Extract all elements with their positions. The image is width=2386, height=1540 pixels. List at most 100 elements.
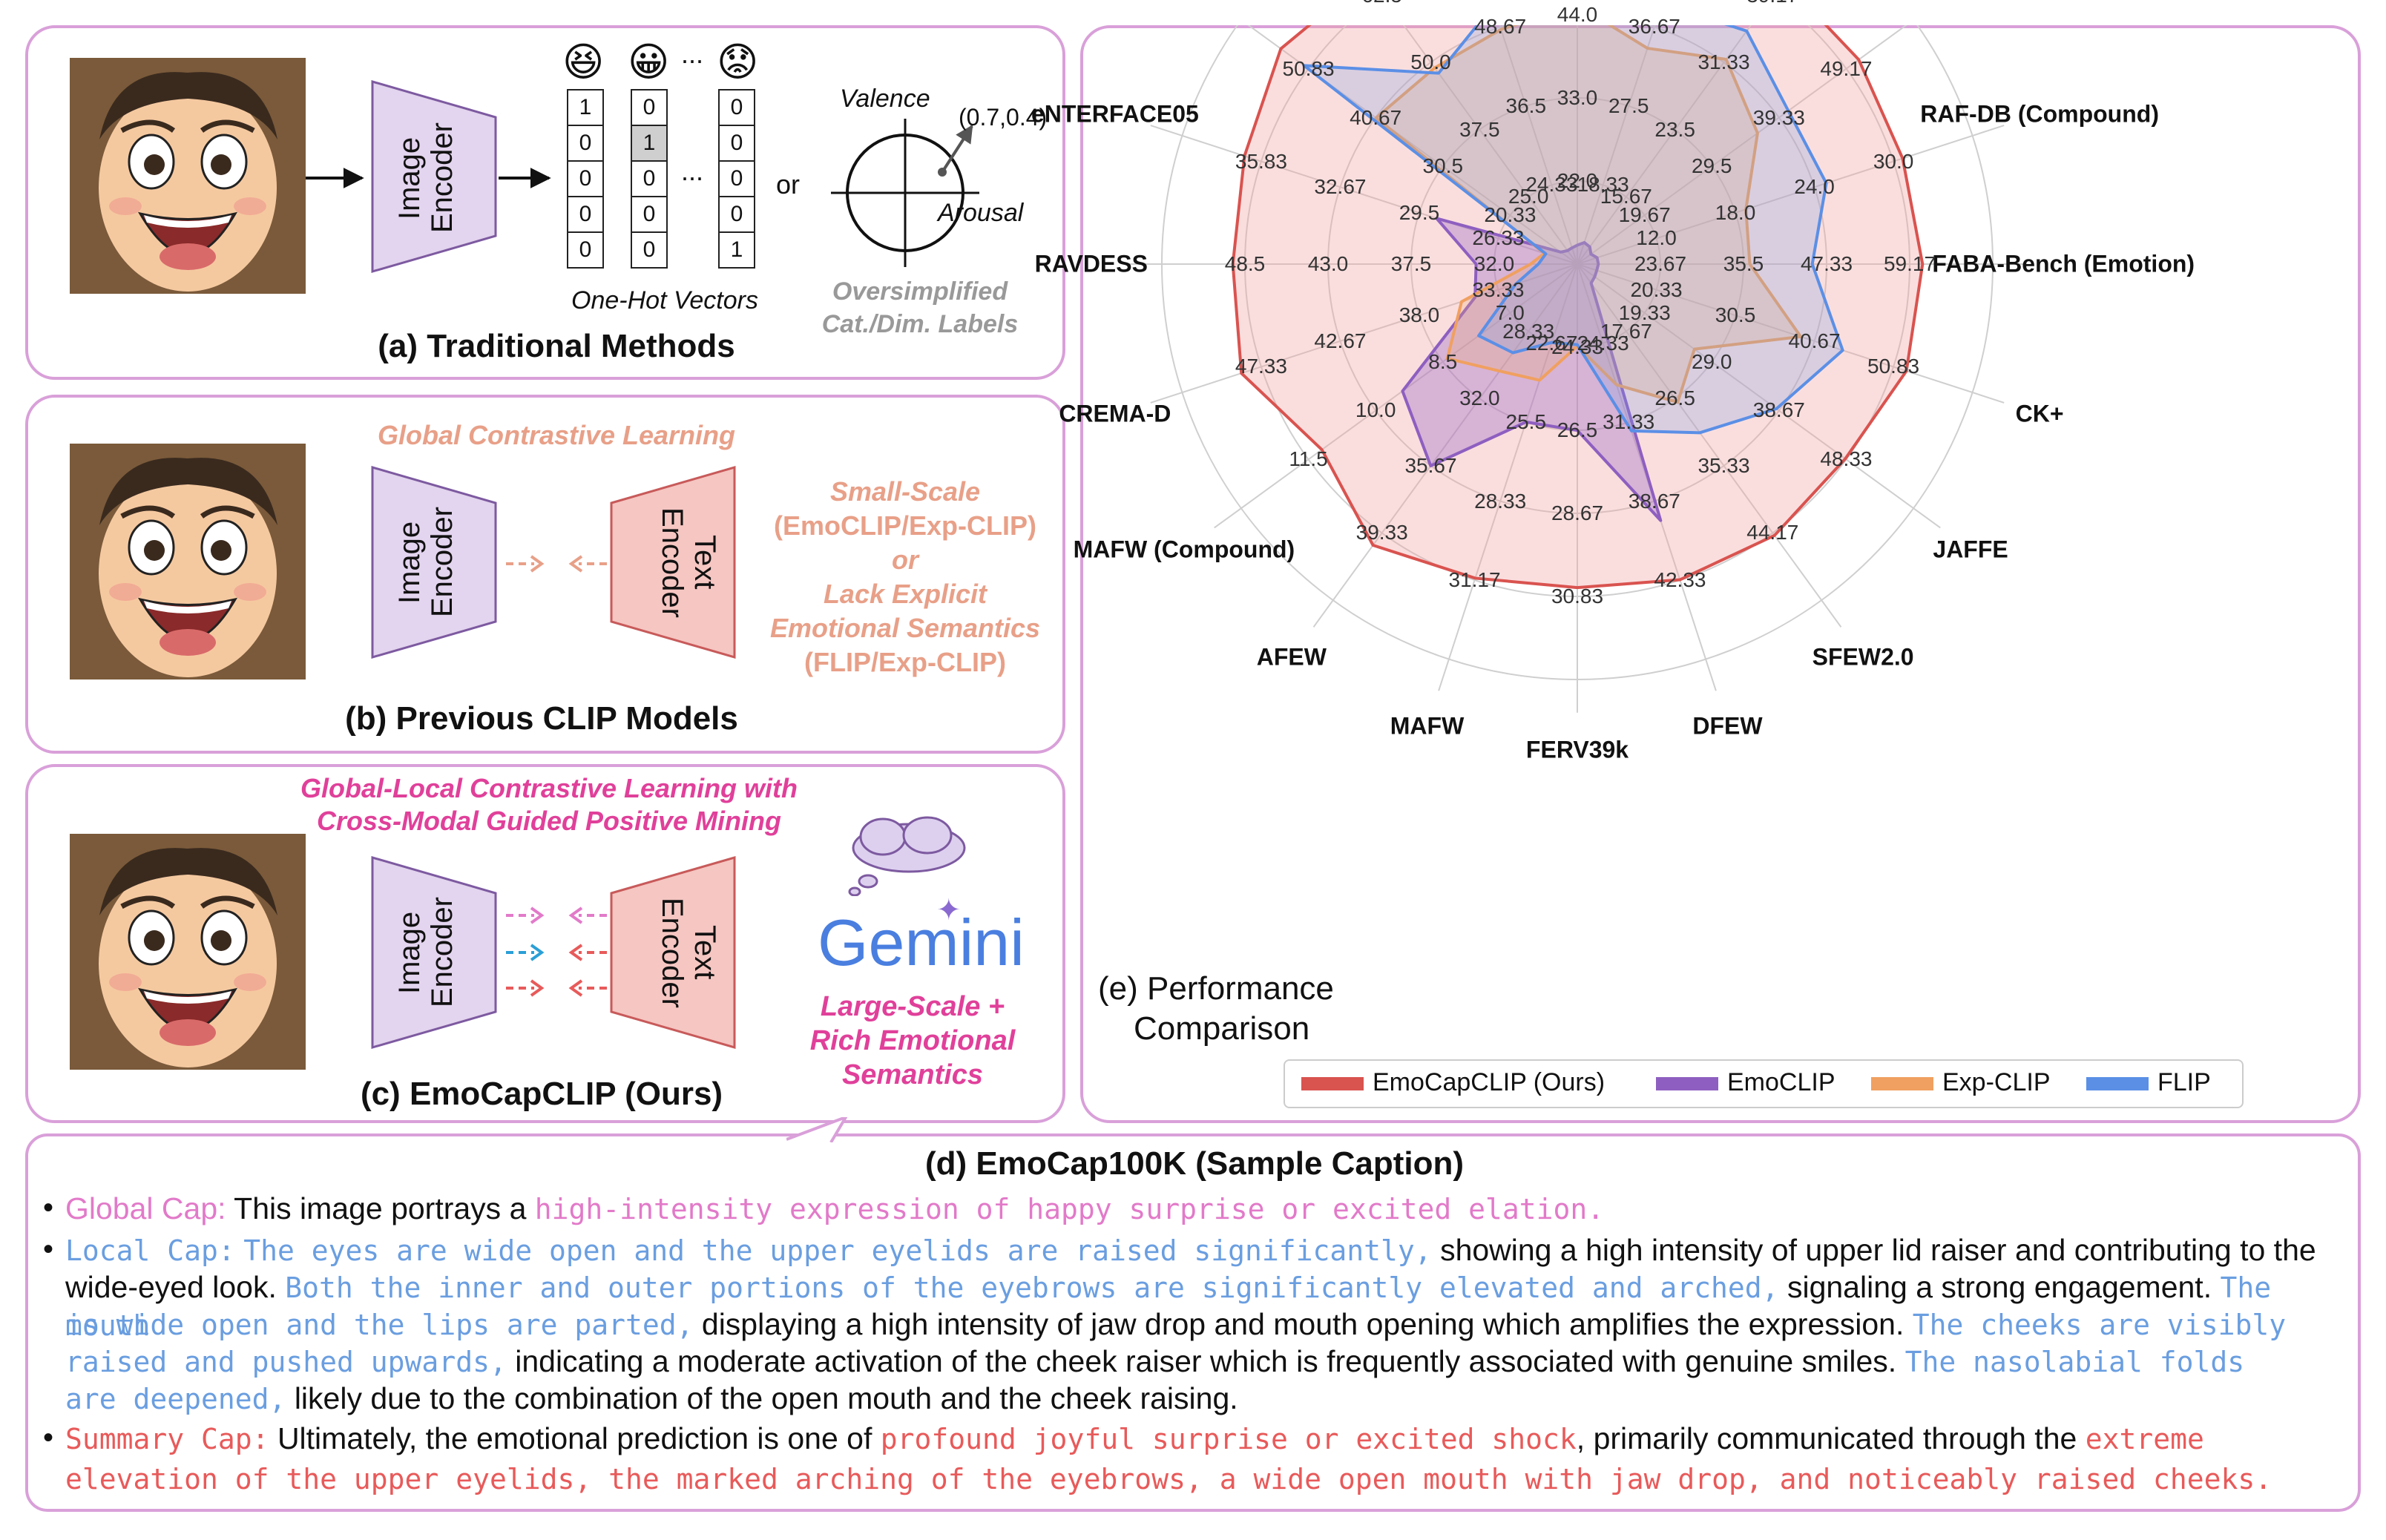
radar-axis-label: FERV39k [1525, 736, 1629, 763]
radar-tick-label: 38.0 [1399, 303, 1440, 327]
summary-cap-text: Ultimately, the emotional prediction is … [277, 1421, 872, 1455]
radar-tick-label: 50.83 [1282, 56, 1335, 80]
local-cap-line-4: raised and pushed upwards, indicating a … [65, 1343, 2373, 1381]
one-hot-caption: One-Hot Vectors [571, 286, 758, 315]
bullet-summary: • [43, 1421, 54, 1454]
small-scale-note: Small-Scale (EmoCLIP/Exp-CLIP) or Lack E… [764, 475, 1046, 679]
legend-label-expclip: Exp-CLIP [1942, 1068, 2051, 1096]
radar-tick-label: 38.67 [1752, 398, 1805, 422]
radar-tick-label: 26.5 [1557, 418, 1598, 441]
radar-tick-label: 35.33 [1698, 453, 1750, 477]
radar-tick-label: 29.5 [1399, 200, 1440, 224]
chart-legend: EmoCapCLIP (Ours) EmoCLIP Exp-CLIP FLIP [1284, 1059, 2244, 1108]
oversimplified-note-2: Cat./Dim. Labels [821, 310, 1019, 338]
radar-tick-label: 37.5 [1390, 252, 1432, 275]
image-encoder-label-a: Image Encoder [393, 122, 459, 234]
radar-tick-label: 49.17 [1820, 56, 1873, 80]
vector-cell: 1 [567, 89, 604, 126]
summary-cap-line-2: elevation of the upper eyelids, the mark… [65, 1460, 2373, 1498]
radar-axis-label: CREMA-D [1059, 401, 1171, 428]
radar-tick-label: 30.5 [1422, 154, 1464, 178]
radar-tick-label: 48.67 [1474, 15, 1527, 39]
radar-tick-label: 22.67 [1525, 331, 1578, 355]
radar-spoke [1577, 25, 1907, 265]
vector-cell: 0 [567, 196, 604, 233]
dashed-arrows-b [506, 555, 607, 573]
radar-tick-label: 8.5 [1428, 349, 1458, 373]
note-line: Emotional Semantics [769, 613, 1041, 643]
radar-tick-label: 20.33 [1630, 277, 1683, 301]
radar-tick-label: 29.0 [1691, 349, 1732, 373]
radar-tick-label: 38.67 [1628, 489, 1680, 513]
radar-axis-label: RAVDESS [1034, 250, 1148, 277]
bullet-local: • [43, 1233, 54, 1266]
radar-spoke [1577, 263, 1842, 628]
radar-tick-label: 30.5 [1715, 303, 1756, 327]
callout-notch [786, 1117, 848, 1142]
radar-spoke [1150, 125, 1578, 265]
valence-arousal-circle [831, 119, 979, 267]
global-cap-text: This image portrays a [234, 1191, 527, 1225]
radar-tick-label: 62.5 [1361, 0, 1402, 7]
local-cap-text: showing a high intensity of upper lid ra… [1440, 1233, 2316, 1267]
radar-axis-label: JAFFE [1933, 536, 2008, 563]
panel-performance-comparison [1080, 25, 2361, 1123]
local-cap-text: likely due to the combination of the ope… [294, 1381, 1238, 1415]
vector-cell: 0 [631, 160, 668, 197]
panel-c-title: (c) EmoCapCLIP (Ours) [360, 1076, 723, 1112]
image-encoder-label-b: Image Encoder [393, 507, 459, 618]
radar-tick-label: 15.67 [1600, 185, 1652, 208]
legend-swatch-emoclip [1656, 1077, 1718, 1090]
local-cap-line-1: Local Cap: The eyes are wide open and th… [65, 1231, 2373, 1269]
summary-cap-highlight: extreme [2085, 1423, 2204, 1455]
ellipsis-dots-mid: ... [681, 156, 704, 186]
radar-tick-label: 35.5 [1723, 252, 1764, 275]
legend-label-emoclip: EmoCLIP [1727, 1068, 1835, 1096]
large-scale-note: Large-Scale + Rich Emotional Semantics [801, 990, 1024, 1092]
note-line: Rich Emotional [809, 1025, 1016, 1056]
radar-axis-label: eNTERFACE05 [1031, 100, 1199, 128]
radar-series-flip [1302, 25, 1844, 435]
note-line: Semantics [841, 1059, 984, 1090]
radar-tick-label: 24.33 [1525, 173, 1578, 197]
radar-tick-label: 26.5 [1654, 386, 1695, 410]
global-local-heading-1: Global-Local Contrastive Learning with [300, 773, 798, 803]
radar-tick-label: 32.67 [1314, 175, 1367, 199]
cartoon-face-image-c [70, 834, 306, 1070]
radar-spoke [1577, 25, 1752, 265]
radar-axis-label: CK+ [2015, 401, 2064, 428]
dashed-arrows-c [506, 906, 607, 997]
or-label: or [776, 169, 801, 200]
radar-tick-label: 25.5 [1505, 410, 1547, 434]
radar-tick-label: 50.83 [1867, 355, 1920, 378]
summary-cap-highlight: elevation of the upper eyelids, the mark… [65, 1463, 2272, 1495]
note-line: Lack Explicit [823, 579, 987, 609]
radar-tick-label: 39.33 [1752, 105, 1805, 129]
radar-tick-label: 42.67 [1314, 329, 1367, 352]
radar-tick-label: 30.83 [1551, 585, 1604, 608]
radar-axis-label: DFEW [1692, 712, 1763, 740]
radar-spoke [1577, 263, 1941, 529]
radar-tick-label: 24.33 [1551, 335, 1604, 358]
vector-cell: 1 [718, 231, 755, 269]
radar-spoke [1577, 25, 1656, 265]
radar-chart [1128, 25, 2026, 713]
radar-tick-label: 40.67 [1350, 105, 1402, 129]
radar-tick-label: 23.5 [1654, 117, 1695, 141]
radar-tick-label: 37.5 [1459, 117, 1500, 141]
summary-cap-text: , primarily communicated through the [1576, 1421, 2077, 1455]
vector-cell: 0 [567, 160, 604, 197]
radar-tick-label: 32.0 [1473, 252, 1515, 275]
radar-tick-label: 33.33 [1472, 277, 1525, 301]
radar-tick-label: 48.5 [1224, 252, 1266, 275]
radar-series-emocapclip-ours- [1231, 25, 1925, 590]
vector-cell: 0 [631, 196, 668, 233]
text-encoder-label-c: Text Encoder [656, 897, 721, 1008]
radar-tick-label: 40.67 [1788, 329, 1841, 352]
legend-label-flip: FLIP [2157, 1068, 2211, 1096]
radar-axis-label: RAF-DB (Compound) [1920, 100, 2159, 128]
text-encoder-shape-b [610, 466, 736, 659]
vector-cell: 0 [631, 231, 668, 269]
local-cap-highlight: The nasolabial folds [1904, 1346, 2245, 1378]
legend-label-emocapclip: EmoCapCLIP (Ours) [1373, 1068, 1606, 1096]
